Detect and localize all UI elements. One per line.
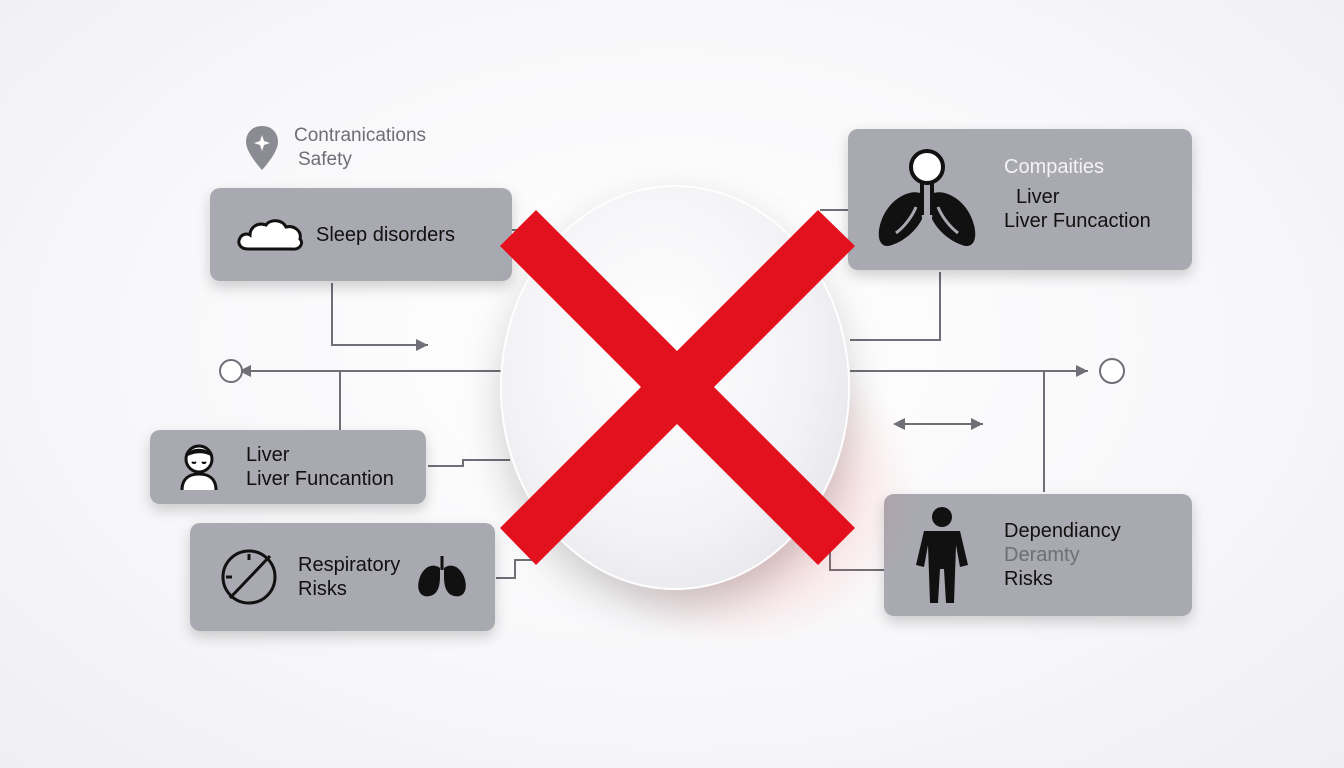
header-block: Contranications Safety [244, 124, 426, 172]
person-face-icon [180, 444, 218, 491]
compatibilities-title: Compaities [1004, 155, 1105, 178]
airway-lungs-icon [878, 148, 976, 246]
dependency-label: Dependiancy [1004, 520, 1121, 542]
compatibilities-box: Compaities Liver Liver Funcaction [848, 129, 1192, 270]
liver-label: Liver [246, 444, 290, 466]
location-pin-icon [246, 126, 278, 170]
no-sign-icon [221, 549, 277, 605]
lungs-icon [418, 556, 467, 597]
cloud-icon [237, 218, 304, 251]
liver-to-center [428, 459, 510, 467]
compat-liver-label: Liver [1016, 185, 1060, 208]
dependency-to-center [829, 545, 884, 571]
compat-liver-function-label: Liver Funcaction [1004, 209, 1151, 232]
left-end-node [219, 359, 243, 383]
right-end-node [1099, 358, 1125, 384]
compat-connector [850, 272, 941, 341]
respiratory-to-center [496, 559, 535, 579]
liver-function-box-left: Liver Liver Funcantion [150, 430, 426, 504]
risks-label: Risks [298, 578, 347, 600]
header-subtitle: Safety [298, 149, 352, 170]
dependency-risks-box: Dependiancy Deramty Risks [884, 494, 1192, 616]
sleep-connector [331, 283, 428, 351]
human-figure-icon [916, 507, 968, 603]
dependency-risks-label: Risks [1004, 568, 1053, 590]
sleep-disorders-box: Sleep disorders [210, 188, 512, 281]
deramty-label: Deramty [1004, 544, 1080, 566]
header-title: Contranications [294, 125, 427, 146]
respiratory-label: Respiratory [298, 554, 401, 576]
sleep-disorders-label: Sleep disorders [316, 223, 455, 246]
red-x-icon [500, 210, 855, 565]
liver-function-label: Liver Funcantion [246, 468, 394, 490]
respiratory-risks-box: Respiratory Risks [190, 523, 495, 631]
